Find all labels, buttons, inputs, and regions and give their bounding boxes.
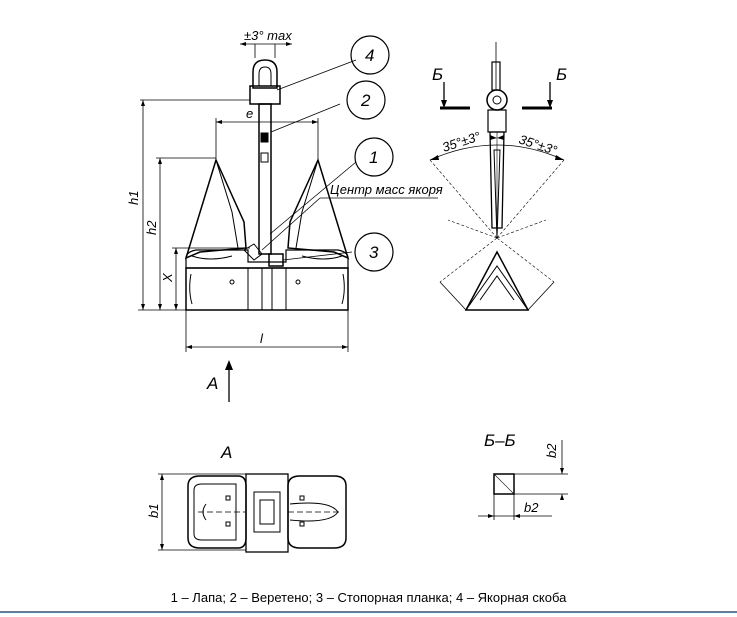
balloon-3	[354, 232, 394, 272]
dim-b1-label: b1	[146, 504, 161, 518]
anchor-shackle	[252, 59, 278, 89]
section-mark-left: Б	[432, 65, 443, 84]
view-a-title: A	[220, 443, 232, 462]
anchor-shank	[258, 103, 272, 255]
angle-right-label: 35°±3°	[517, 132, 559, 158]
balloon-leaders	[269, 59, 357, 261]
dim-b2-horizontal-label: b2	[524, 500, 539, 515]
dimension-b1	[158, 473, 246, 551]
stopper-plate	[268, 253, 284, 267]
balloon-2-number: 2	[360, 91, 371, 110]
side-view	[429, 42, 565, 311]
dim-e-label: e	[246, 106, 253, 121]
dim-b2-vertical-label: b2	[544, 443, 559, 458]
dim-h1-label: h1	[126, 191, 141, 205]
balloon-4-number: 4	[365, 46, 374, 65]
view-a	[187, 473, 347, 553]
section-mark-right: Б	[556, 65, 567, 84]
dim-x-label: X	[160, 272, 175, 283]
center-of-mass-label: Центр масс якоря	[330, 182, 443, 197]
figure-caption: 1 – Лапа; 2 – Веретено; 3 – Стопорная пл…	[170, 590, 567, 605]
balloon-3-number: 3	[369, 243, 379, 262]
balloon-2	[346, 80, 386, 120]
dim-l-label: l	[260, 331, 264, 346]
balloon-4	[350, 35, 390, 75]
angle-left-label: 35°±3°	[440, 128, 482, 154]
dimensions-main	[138, 43, 438, 402]
section-bb-title: Б–Б	[484, 431, 516, 450]
dimension-arrows	[141, 42, 348, 370]
balloon-1-number: 1	[369, 148, 378, 167]
section-bb	[478, 440, 568, 520]
dim-h2-label: h2	[144, 220, 159, 235]
angle-tolerance-label: ±3° max	[244, 28, 292, 43]
front-view	[184, 59, 350, 311]
bottom-divider	[0, 611, 737, 613]
balloon-1	[354, 137, 394, 177]
view-arrow-label: A	[206, 374, 218, 393]
